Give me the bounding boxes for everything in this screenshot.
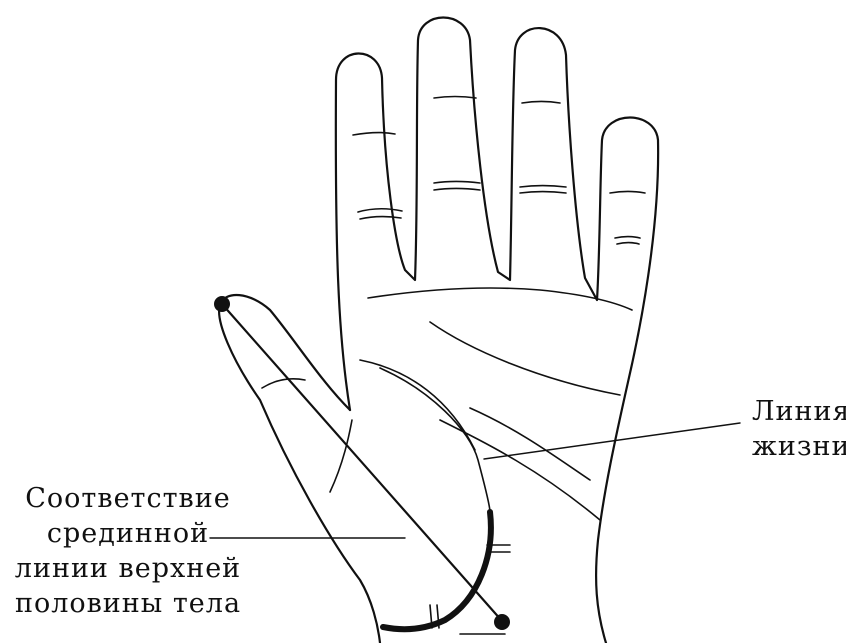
finger-crease [520,192,566,194]
finger-crease [615,237,640,239]
life-line-label-line: жизни [752,429,846,464]
endpoint-dot-top [214,296,230,312]
midline-line [222,304,502,621]
life-line-label-line: Линия [752,394,846,429]
midline-label-line: Соответствие [8,481,248,516]
finger-crease [520,186,566,188]
thumb-joint-crease [262,379,305,388]
palm-line [360,360,475,450]
finger-crease [353,133,395,135]
life-line-label: Линия жизни [752,394,846,464]
finger-crease [358,209,402,212]
endpoint-dot-bottom [494,614,510,630]
finger-crease [610,192,645,194]
head-line [430,322,620,395]
life-line [380,368,490,512]
finger-crease [434,189,480,191]
finger-crease [434,182,480,184]
midline-label-line: срединной [8,516,248,551]
finger-crease [617,243,639,245]
hand-outline [336,18,658,643]
midline-label: Соответствие срединной линии верхней пол… [8,481,248,621]
finger-crease [434,97,476,99]
midline-label-line: половины тела [8,586,248,621]
finger-crease [522,102,560,104]
finger-crease [360,217,401,219]
midline-label-line: линии верхней [8,551,248,586]
